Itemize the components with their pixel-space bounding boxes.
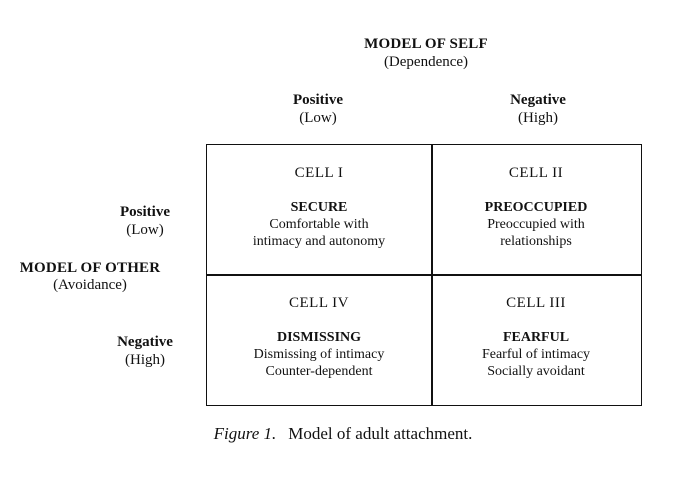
cell-description-line: Dismissing of intimacy: [253, 347, 385, 362]
cell-description-line: relationships: [500, 234, 572, 249]
cell-description-line: Comfortable with: [269, 217, 369, 232]
cell-description-line: Fearful of intimacy: [481, 347, 591, 362]
model-of-other-title: MODEL OF OTHER: [19, 260, 161, 276]
cell-secure: CELL I SECURE Comfortable with intimacy …: [207, 145, 431, 274]
cell-description-line: Preoccupied with: [487, 217, 585, 232]
column-negative-sub: (High): [518, 110, 558, 126]
cell-description-line: intimacy and autonomy: [252, 234, 386, 249]
model-of-self-subtitle: (Dependence): [383, 54, 469, 70]
cell-id: CELL III: [506, 295, 566, 311]
column-negative-label: Negative: [510, 92, 566, 108]
cell-dismissing: CELL IV DISMISSING Dismissing of intimac…: [207, 275, 431, 405]
row-negative-sub: (High): [125, 352, 165, 368]
cell-description-line: Counter-dependent: [265, 364, 373, 379]
cell-name: DISMISSING: [276, 330, 362, 345]
grid-horizontal-divider: [207, 274, 641, 276]
column-positive-label: Positive: [293, 92, 343, 108]
cell-name: PREOCCUPIED: [484, 200, 588, 215]
model-of-other-subtitle: (Avoidance): [53, 277, 127, 293]
cell-id: CELL II: [508, 165, 564, 181]
row-positive-label: Positive: [120, 204, 170, 220]
column-positive-sub: (Low): [299, 110, 337, 126]
row-positive-sub: (Low): [126, 222, 164, 238]
attachment-grid: CELL I SECURE Comfortable with intimacy …: [206, 144, 642, 406]
cell-preoccupied: CELL II PREOCCUPIED Preoccupied with rel…: [432, 145, 640, 274]
model-of-self-title: MODEL OF SELF: [364, 36, 488, 52]
cell-fearful: CELL III FEARFUL Fearful of intimacy Soc…: [432, 275, 640, 405]
row-negative-label: Negative: [117, 334, 173, 350]
figure-caption: Figure 1. Model of adult attachment.: [0, 424, 686, 444]
cell-name: FEARFUL: [502, 330, 570, 345]
cell-id: CELL I: [294, 165, 344, 181]
cell-description-line: Socially avoidant: [487, 364, 585, 379]
cell-name: SECURE: [290, 200, 348, 215]
caption-text: Model of adult attachment.: [288, 424, 473, 443]
figure-number: Figure 1.: [213, 424, 277, 443]
cell-id: CELL IV: [288, 295, 349, 311]
